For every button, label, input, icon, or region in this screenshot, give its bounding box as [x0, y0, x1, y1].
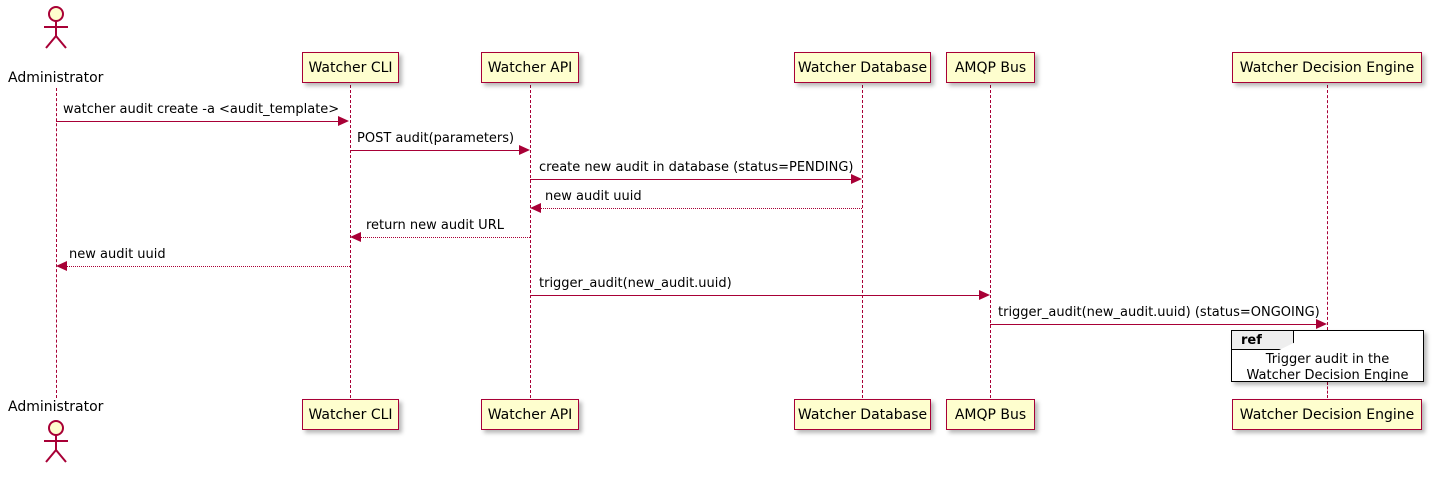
message-arrowhead-return-new-audit-url [350, 232, 361, 242]
message-line-trigger-audit-ongoing [990, 324, 1316, 325]
message-label-new-audit-uuid-cli: new audit uuid [69, 247, 166, 262]
ref-fragment-tab: ref [1232, 331, 1294, 350]
message-line-trigger-audit [530, 295, 979, 296]
actor-label-top: Administrator [8, 70, 104, 86]
lifeline-engine [1327, 85, 1328, 330]
message-arrowhead-new-audit-uuid-db [530, 203, 541, 213]
participant-amqp-bus-top[interactable]: AMQP Bus [946, 52, 1035, 83]
message-arrowhead-watcher-audit-create [338, 116, 349, 126]
message-label-new-audit-uuid-db: new audit uuid [545, 189, 642, 204]
message-line-return-new-audit-url [361, 237, 530, 238]
actor-figure-icon [44, 420, 68, 463]
lifeline-engine-lower [1327, 382, 1328, 398]
actor-label-bottom: Administrator [8, 399, 104, 415]
ref-fragment-body: Trigger audit in the Watcher Decision En… [1232, 352, 1423, 384]
actor-administrator-top [36, 4, 76, 50]
ref-fragment-line-2: Watcher Decision Engine [1246, 368, 1409, 383]
message-label-trigger-audit-ongoing: trigger_audit(new_audit.uuid) (status=ON… [998, 305, 1320, 320]
message-arrowhead-new-audit-uuid-cli [56, 261, 67, 271]
message-line-create-new-audit [530, 179, 851, 180]
participant-watcher-api-bottom[interactable]: Watcher API [481, 399, 579, 430]
lifeline-actor [56, 88, 57, 398]
participant-watcher-database-bottom[interactable]: Watcher Database [794, 399, 931, 430]
message-arrowhead-trigger-audit-ongoing [1316, 319, 1327, 329]
lifeline-api [530, 85, 531, 398]
message-arrowhead-trigger-audit [979, 290, 990, 300]
actor-figure-icon [44, 6, 68, 49]
message-line-watcher-audit-create [56, 121, 338, 122]
participant-watcher-cli-top[interactable]: Watcher CLI [302, 52, 399, 83]
message-label-create-new-audit: create new audit in database (status=PEN… [539, 160, 854, 175]
participant-amqp-bus-bottom[interactable]: AMQP Bus [946, 399, 1035, 430]
ref-fragment[interactable]: ref Trigger audit in the Watcher Decisio… [1231, 330, 1424, 384]
participant-watcher-cli-bottom[interactable]: Watcher CLI [302, 399, 399, 430]
participant-watcher-decision-engine-top[interactable]: Watcher Decision Engine [1232, 52, 1422, 83]
message-label-trigger-audit: trigger_audit(new_audit.uuid) [539, 276, 732, 291]
message-label-post-audit: POST audit(parameters) [357, 131, 515, 146]
message-arrowhead-post-audit [519, 145, 530, 155]
actor-administrator-bottom [36, 418, 76, 464]
lifeline-amqp [990, 85, 991, 398]
message-arrowhead-create-new-audit [851, 174, 862, 184]
message-line-new-audit-uuid-db [541, 208, 862, 209]
ref-fragment-line-1: Trigger audit in the [1265, 352, 1390, 367]
participant-watcher-database-top[interactable]: Watcher Database [794, 52, 931, 83]
message-line-new-audit-uuid-cli [67, 266, 350, 267]
lifeline-db [862, 85, 863, 398]
message-label-return-new-audit-url: return new audit URL [366, 218, 504, 233]
message-label-watcher-audit-create: watcher audit create -a <audit_template> [63, 102, 340, 117]
message-line-post-audit [350, 150, 519, 151]
participant-watcher-decision-engine-bottom[interactable]: Watcher Decision Engine [1232, 399, 1422, 430]
participant-watcher-api-top[interactable]: Watcher API [481, 52, 579, 83]
